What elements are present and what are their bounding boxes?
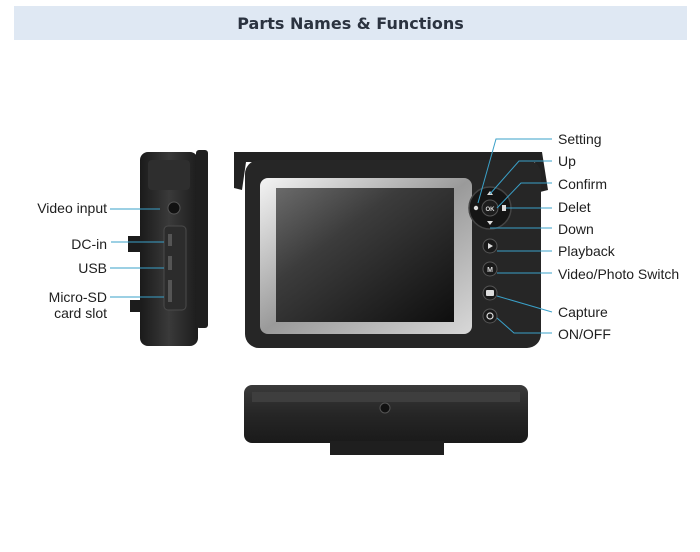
mode-button	[482, 261, 498, 277]
playback-icon	[488, 243, 493, 249]
side-view	[128, 150, 208, 346]
label-video-input: Video input	[37, 200, 107, 216]
bottom-view	[244, 385, 528, 455]
front-view: OK M	[234, 152, 548, 348]
setting-icon	[473, 205, 479, 211]
up-arrow-icon	[487, 191, 493, 195]
tripod-mount	[379, 402, 391, 414]
power-icon	[486, 312, 494, 320]
page-title: Parts Names & Functions	[237, 13, 464, 33]
label-dc-in: DC-in	[71, 236, 107, 252]
label-micro-sd-2: card slot	[54, 305, 107, 321]
down-arrow-icon	[487, 221, 493, 225]
title-bar: Parts Names & Functions	[14, 6, 687, 40]
mode-glyph: M	[487, 267, 493, 274]
label-up: Up	[558, 153, 576, 169]
port-cover	[163, 225, 187, 311]
label-usb: USB	[78, 260, 107, 276]
label-capture: Capture	[558, 304, 608, 320]
label-on-off: ON/OFF	[558, 326, 611, 342]
label-down: Down	[558, 221, 594, 237]
label-delet: Delet	[558, 199, 591, 215]
label-confirm: Confirm	[558, 176, 608, 192]
ok-button	[481, 199, 499, 217]
label-video-photo-switch: Video/Photo Switch	[558, 266, 680, 282]
camera-icon	[486, 290, 494, 296]
power-button	[482, 308, 498, 324]
delete-icon	[502, 205, 506, 211]
ok-glyph: OK	[486, 207, 496, 213]
label-micro-sd-1: Micro-SD	[48, 289, 107, 305]
video-input-port	[167, 201, 181, 215]
label-playback: Playback	[558, 243, 615, 259]
screen	[276, 188, 454, 322]
label-setting: Setting	[558, 131, 602, 147]
